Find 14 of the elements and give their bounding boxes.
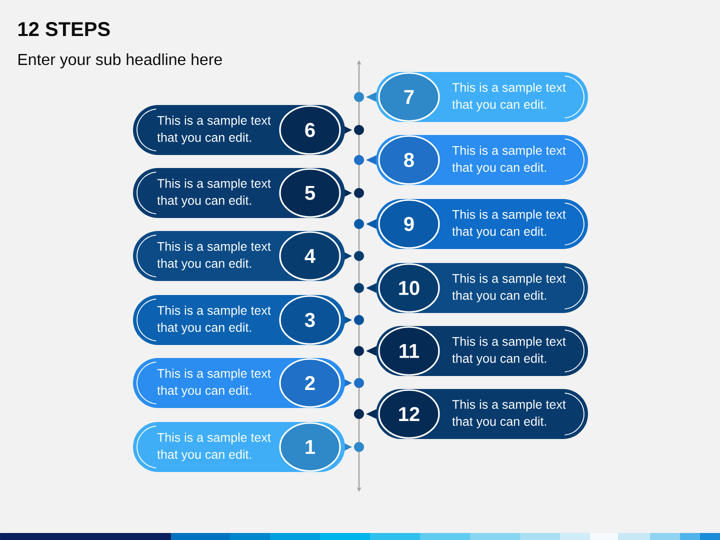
number-badge: 7 — [378, 72, 440, 122]
number-badge: 12 — [378, 389, 440, 439]
number-badge: 10 — [378, 263, 440, 313]
number-badge: 6 — [279, 105, 341, 155]
title: 12 STEPS — [18, 22, 110, 36]
number-badge: 2 — [279, 358, 341, 408]
number-badge: 1 — [279, 422, 341, 472]
number-badge: 4 — [279, 231, 341, 281]
number-badge: 3 — [279, 295, 341, 345]
number-badge: 8 — [378, 135, 440, 185]
number-badge: 5 — [279, 168, 341, 218]
subtitle: Enter your sub headline here — [18, 53, 222, 68]
number-badge: 9 — [378, 199, 440, 249]
number-badge: 11 — [378, 326, 440, 376]
